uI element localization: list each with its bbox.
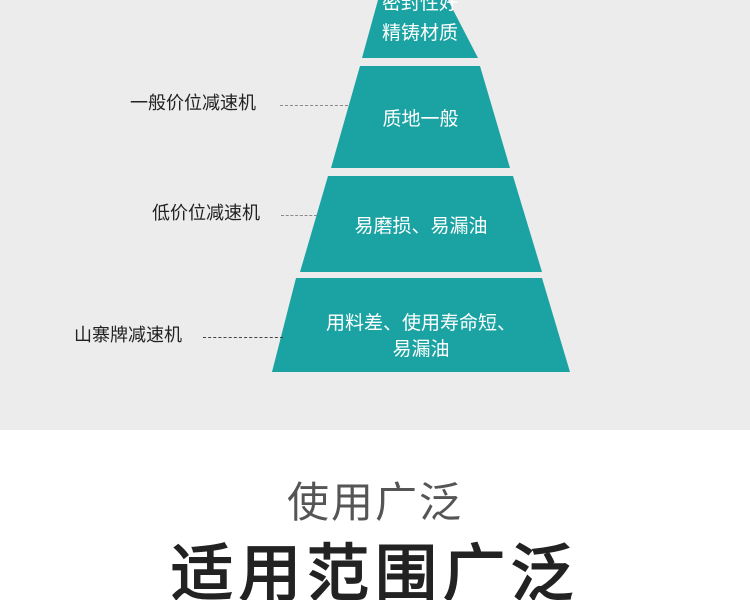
pyramid-tier-3	[300, 176, 542, 272]
tier-3-text: 易磨损、易漏油	[300, 213, 542, 239]
subtitle: 使用广泛	[286, 478, 463, 527]
label-knockoff: 山寨牌减速机	[74, 325, 182, 346]
tier-top-line-2: 精铸材质	[381, 22, 458, 44]
connector-low-price	[281, 215, 317, 216]
tier-2-line-1: 质地一般	[382, 108, 459, 130]
label-low-price: 低价位减速机	[152, 203, 260, 224]
label-mid-price: 一般价位减速机	[130, 93, 256, 114]
tier-top-line-1: 密封性好	[381, 0, 458, 14]
tier-bottom-text: 用料差、使用寿命短、 易漏油	[272, 310, 570, 362]
tier-bottom-line-2: 易漏油	[392, 338, 450, 360]
tier-top-text: 密封性好 精铸材质	[362, 0, 478, 46]
pyramid-panel: 密封性好 精铸材质 质地一般 易磨损、易漏油 用料差、使用寿命短、 易漏油 一般…	[0, 0, 750, 430]
pyramid-tier-2	[331, 66, 510, 168]
tier-3-line-1: 易磨损、易漏油	[354, 215, 488, 237]
tier-2-text: 质地一般	[331, 106, 510, 132]
pyramid-tier-bottom	[272, 278, 570, 372]
connector-knockoff	[203, 337, 283, 338]
connector-mid-price	[280, 105, 348, 106]
main-title: 适用范围广泛	[170, 537, 579, 600]
pyramid-graphic	[272, 0, 570, 372]
tier-bottom-line-1: 用料差、使用寿命短、	[325, 312, 516, 334]
pyramid-tier-top	[362, 0, 478, 58]
